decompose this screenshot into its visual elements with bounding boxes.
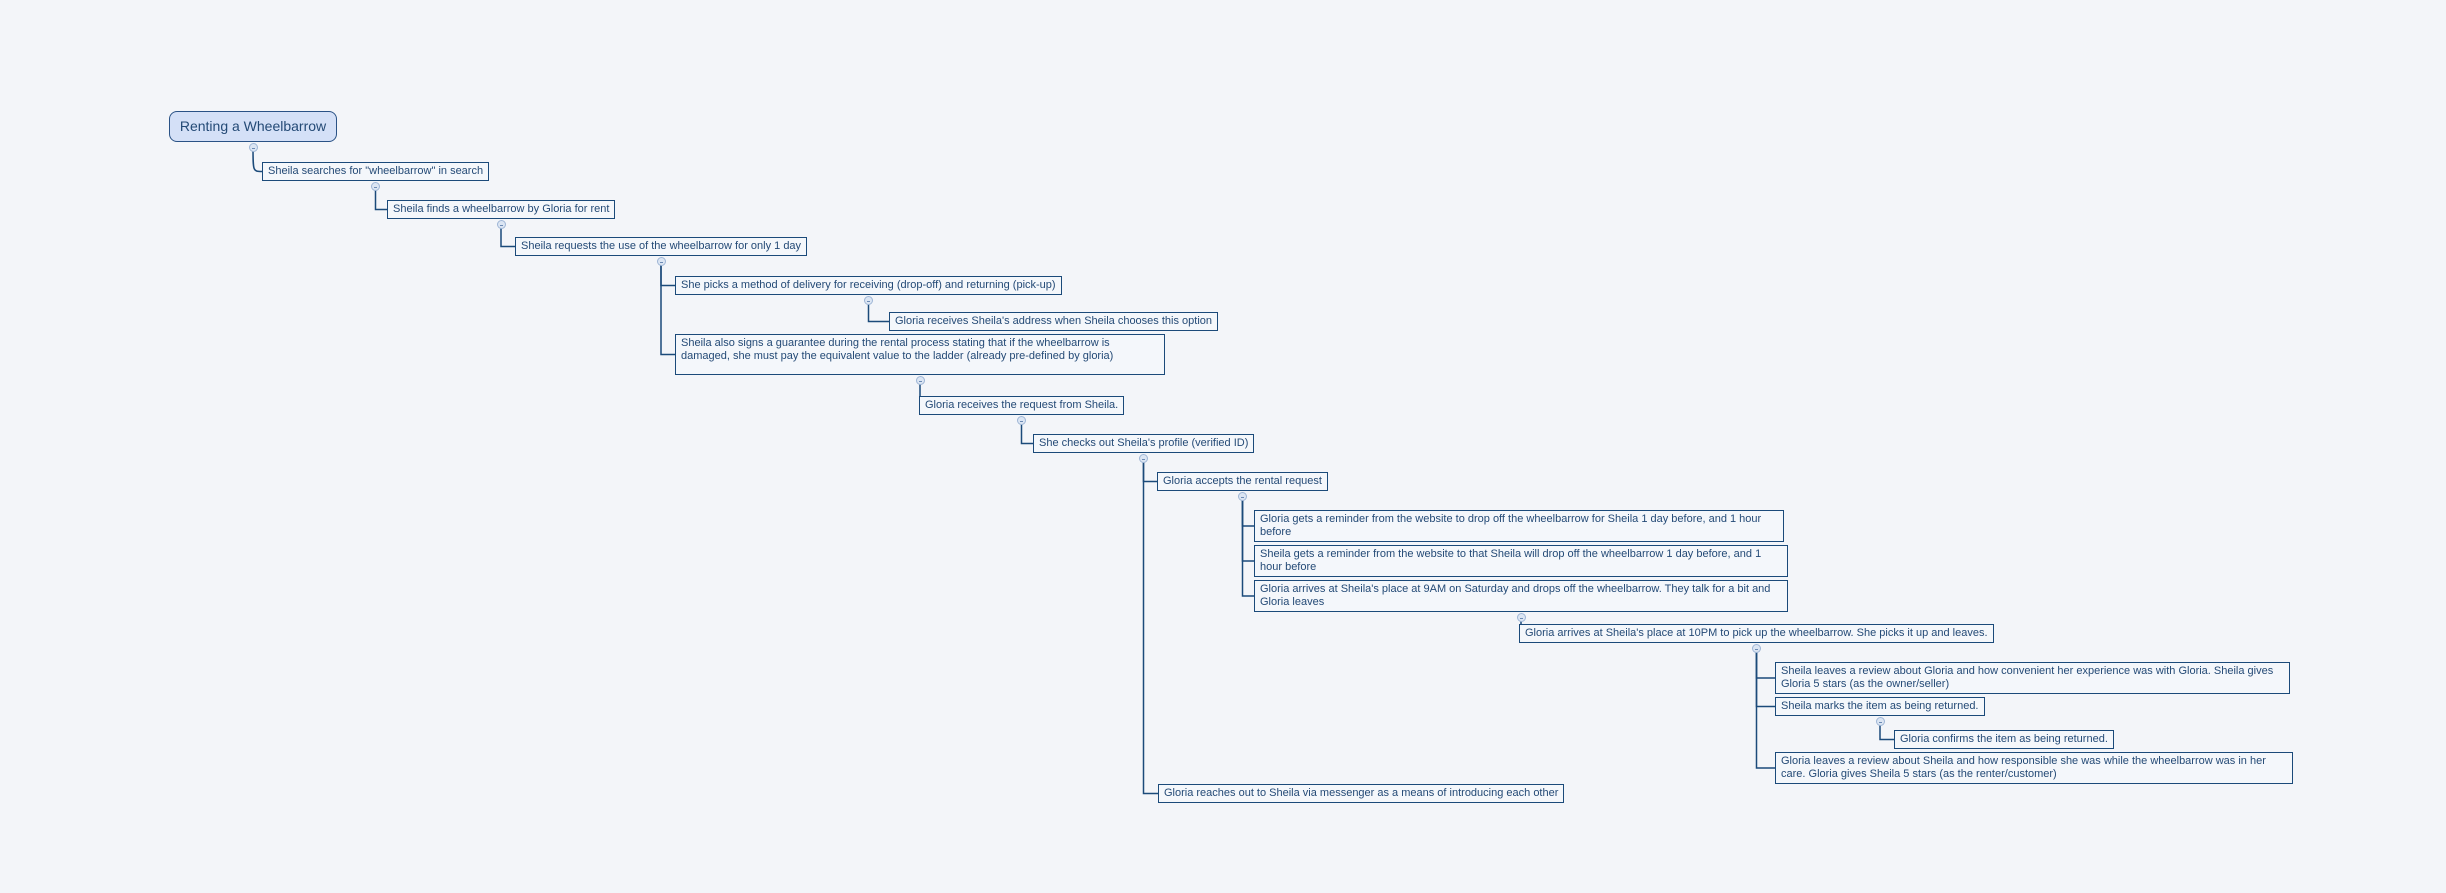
- connector-line: [1755, 648, 1775, 769]
- connector-line: [1755, 648, 1775, 679]
- topic-node[interactable]: Sheila leaves a review about Gloria and …: [1775, 662, 2290, 694]
- connector-line: [1241, 496, 1254, 597]
- collapse-toggle-icon[interactable]: [1238, 492, 1247, 501]
- topic-node[interactable]: Gloria reaches out to Sheila via messeng…: [1158, 784, 1565, 803]
- topic-node[interactable]: Gloria gets a reminder from the website …: [1254, 510, 1784, 542]
- topic-node[interactable]: Sheila finds a wheelbarrow by Gloria for…: [387, 200, 616, 219]
- collapse-toggle-icon[interactable]: [371, 182, 380, 191]
- collapse-toggle-icon[interactable]: [915, 376, 925, 385]
- topic-node[interactable]: Sheila requests the use of the wheelbarr…: [515, 237, 808, 256]
- topic-node[interactable]: Gloria receives Sheila's address when Sh…: [889, 312, 1218, 331]
- connector-line: [1020, 420, 1033, 445]
- topic-node[interactable]: Gloria leaves a review about Sheila and …: [1775, 752, 2293, 784]
- topic-node[interactable]: Sheila searches for "wheelbarrow" in sea…: [262, 162, 490, 181]
- collapse-toggle-icon[interactable]: [1875, 717, 1885, 726]
- connector-line: [500, 224, 515, 248]
- topic-node[interactable]: Gloria arrives at Sheila's place at 10PM…: [1519, 624, 1994, 643]
- collapse-toggle-icon[interactable]: [496, 220, 506, 229]
- collapse-toggle-icon[interactable]: [1017, 416, 1026, 425]
- root-topic[interactable]: Renting a Wheelbarrow: [169, 111, 337, 142]
- connector-line: [1879, 721, 1894, 741]
- connector-line: [374, 186, 387, 211]
- collapse-toggle-icon[interactable]: [656, 257, 666, 266]
- topic-node[interactable]: Gloria confirms the item as being return…: [1894, 730, 2114, 749]
- topic-node[interactable]: Gloria accepts the rental request: [1157, 472, 1328, 491]
- collapse-toggle-icon[interactable]: [1139, 454, 1148, 463]
- connector-line: [660, 261, 675, 356]
- connector-line: [867, 300, 889, 323]
- topic-node[interactable]: She checks out Sheila's profile (verifie…: [1033, 434, 1255, 453]
- connector-line: [1241, 496, 1254, 562]
- topic-node[interactable]: Sheila marks the item as being returned.: [1775, 697, 1985, 716]
- collapse-toggle-icon[interactable]: [1752, 644, 1761, 653]
- connector-line: [1142, 458, 1158, 795]
- topic-node[interactable]: Gloria receives the request from Sheila.: [919, 396, 1125, 415]
- topic-node[interactable]: Sheila gets a reminder from the website …: [1254, 545, 1788, 577]
- topic-node[interactable]: Gloria arrives at Sheila's place at 9AM …: [1254, 580, 1788, 612]
- topic-node[interactable]: She picks a method of delivery for recei…: [675, 276, 1062, 295]
- collapse-toggle-icon[interactable]: [864, 296, 873, 305]
- collapse-toggle-icon[interactable]: [248, 143, 258, 152]
- connector-line: [252, 146, 263, 173]
- collapse-toggle-icon[interactable]: [1516, 613, 1526, 622]
- topic-node[interactable]: Sheila also signs a guarantee during the…: [675, 334, 1165, 375]
